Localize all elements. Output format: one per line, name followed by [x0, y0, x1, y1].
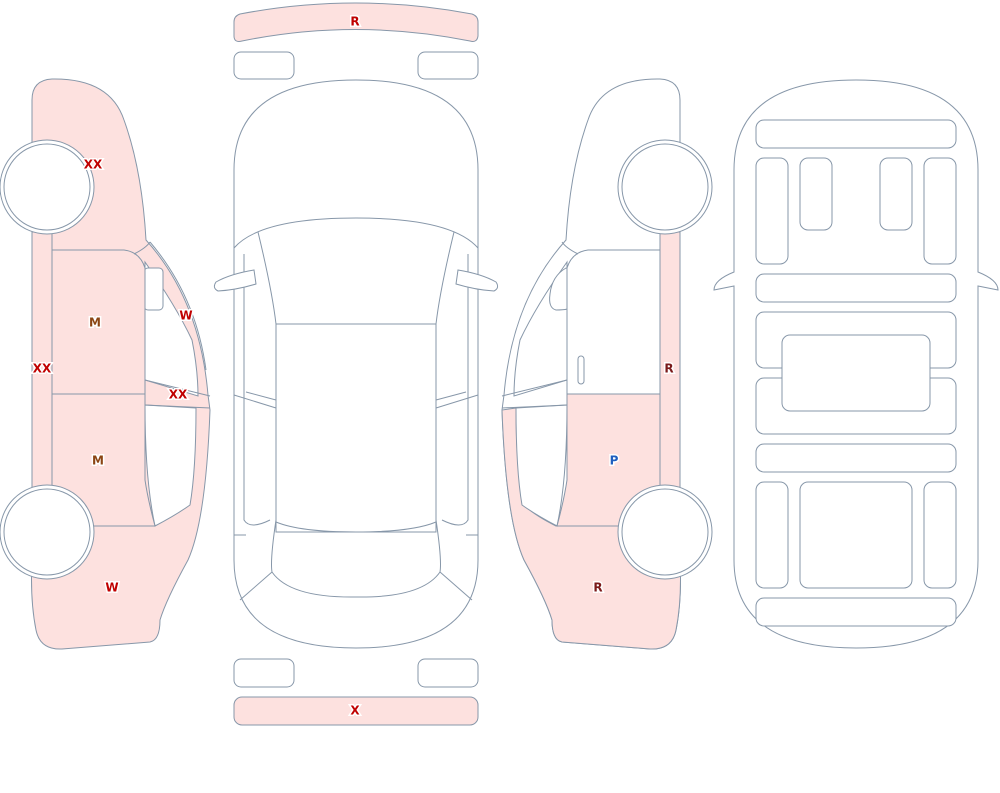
code-front-bumper: X [350, 704, 360, 718]
roof[interactable] [275, 323, 437, 533]
left-front-window[interactable] [144, 404, 197, 527]
rear-headrest-right[interactable] [879, 157, 913, 231]
top-view [213, 2, 499, 726]
dashboard[interactable] [755, 597, 957, 627]
front-right-lamp[interactable] [417, 658, 479, 688]
front-left-seat[interactable] [755, 481, 789, 589]
right-side-view [501, 78, 713, 650]
code-right-front-door: P [610, 454, 619, 468]
rear-bench[interactable] [755, 273, 957, 303]
code-right-rocker: R [664, 362, 673, 376]
code-left-rear-door: M [89, 316, 101, 330]
code-left-b-pillar: XX [169, 388, 188, 402]
right-door-handle[interactable] [577, 355, 585, 385]
sunroof[interactable] [781, 334, 931, 412]
front-seatbacks[interactable] [755, 443, 957, 473]
rear-left-seat[interactable] [755, 157, 789, 265]
front-bumper[interactable] [233, 696, 479, 726]
left-rear-door[interactable] [51, 249, 146, 395]
front-right-seat[interactable] [923, 481, 957, 589]
rear-right-seat[interactable] [923, 157, 957, 265]
code-left-front-door: M [92, 454, 104, 468]
code-left-front-fender: W [105, 581, 118, 595]
front-left-lamp[interactable] [233, 658, 295, 688]
rear-headrest-left[interactable] [799, 157, 833, 231]
code-rear-bumper: R [350, 15, 359, 29]
rear-shelf[interactable] [755, 119, 957, 149]
right-rear-door[interactable] [566, 249, 661, 395]
right-front-door[interactable] [556, 393, 661, 527]
rear-left-lamp[interactable] [233, 51, 295, 80]
code-right-front-fender: R [593, 581, 602, 595]
rear-bumper[interactable] [233, 2, 479, 42]
center-console[interactable] [799, 481, 913, 589]
damage-codes: R X XX XX M M W XX W R P R [31, 13, 675, 719]
left-quarter-glass[interactable] [143, 267, 164, 311]
left-side-view [0, 78, 211, 650]
right-front-window[interactable] [515, 404, 568, 527]
interior-view [713, 79, 999, 649]
code-left-rocker: XX [33, 362, 52, 376]
right-mirror[interactable] [455, 269, 499, 292]
rear-right-lamp[interactable] [417, 51, 479, 80]
code-left-rear-fender: XX [84, 158, 103, 172]
code-left-c-pillar: W [179, 309, 192, 323]
left-mirror[interactable] [213, 269, 257, 292]
